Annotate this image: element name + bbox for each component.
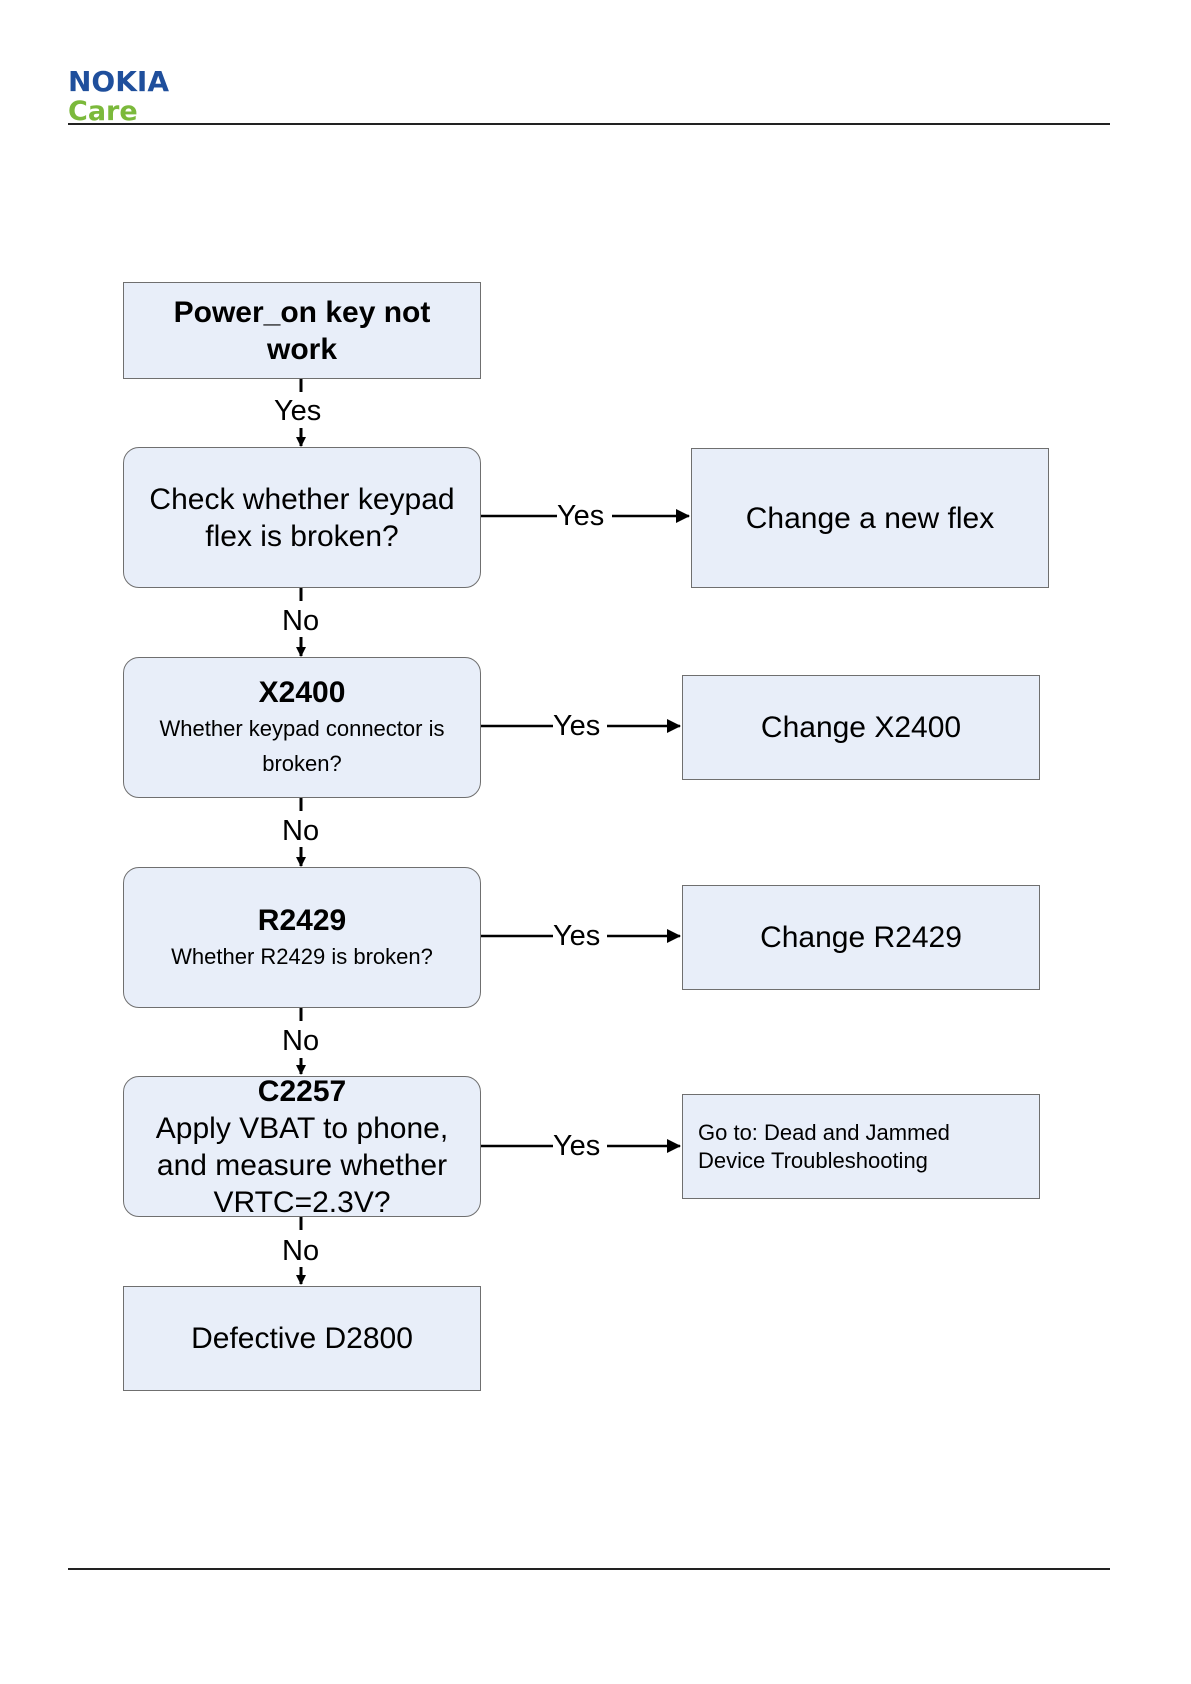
label-yes-start: Yes bbox=[274, 395, 322, 427]
start-line-2: work bbox=[266, 332, 338, 366]
label-yes-q4: Yes bbox=[553, 1130, 601, 1162]
label-no-q1: No bbox=[282, 605, 320, 637]
action-change-flex: Change a new flex bbox=[691, 448, 1049, 588]
action-change-x2400: Change X2400 bbox=[682, 675, 1040, 780]
decision-keypad-flex: Check whether keypad flex is broken? bbox=[123, 447, 481, 588]
header-divider bbox=[68, 123, 1110, 125]
action-change-x2400-text: Change X2400 bbox=[760, 711, 962, 744]
end-defective-d2800-text: Defective D2800 bbox=[191, 1322, 413, 1355]
decision-r2429-title: R2429 bbox=[257, 903, 347, 937]
action-goto-line-2: Device Troubleshooting bbox=[698, 1147, 928, 1173]
nokia-care-logo: NOKIA Care bbox=[68, 65, 170, 127]
decision-c2257-title: C2257 bbox=[257, 1074, 347, 1108]
decision-c2257-line-3: VRTC=2.3V? bbox=[213, 1185, 391, 1219]
start-line-1: Power_on key not bbox=[173, 295, 431, 329]
logo-nokia-text: NOKIA bbox=[68, 65, 170, 98]
decision-r2429-line-1: Whether R2429 is broken? bbox=[171, 943, 433, 969]
decision-keypad-flex-line-1: Check whether keypad bbox=[149, 482, 455, 516]
label-no-q4: No bbox=[282, 1235, 320, 1267]
footer-divider bbox=[68, 1568, 1110, 1570]
label-yes-q3: Yes bbox=[553, 920, 601, 952]
decision-c2257-line-1: Apply VBAT to phone, bbox=[155, 1111, 449, 1145]
label-no-q3: No bbox=[282, 1025, 320, 1057]
label-yes-q2: Yes bbox=[553, 710, 601, 742]
end-defective-d2800: Defective D2800 bbox=[123, 1286, 481, 1391]
decision-keypad-flex-line-2: flex is broken? bbox=[205, 519, 399, 553]
start-box: Power_on key not work bbox=[123, 282, 481, 379]
decision-x2400: X2400 Whether keypad connector is broken… bbox=[123, 657, 481, 798]
decision-x2400-line-2: broken? bbox=[262, 751, 342, 776]
logo-care-text: Care bbox=[68, 96, 138, 127]
label-yes-q1: Yes bbox=[557, 500, 605, 532]
decision-x2400-line-1: Whether keypad connector is bbox=[159, 716, 445, 741]
label-no-q2: No bbox=[282, 815, 320, 847]
action-goto-line-1: Go to: Dead and Jammed bbox=[698, 1119, 950, 1145]
decision-c2257: C2257 Apply VBAT to phone, and measure w… bbox=[123, 1074, 481, 1219]
action-change-r2429: Change R2429 bbox=[682, 885, 1040, 990]
decision-c2257-line-2: and measure whether bbox=[156, 1148, 448, 1182]
action-goto-dead-jammed: Go to: Dead and Jammed Device Troublesho… bbox=[682, 1094, 1040, 1199]
decision-x2400-title: X2400 bbox=[258, 676, 346, 709]
action-change-flex-text: Change a new flex bbox=[745, 501, 995, 535]
decision-r2429: R2429 Whether R2429 is broken? bbox=[123, 867, 481, 1008]
action-change-r2429-text: Change R2429 bbox=[760, 921, 962, 954]
